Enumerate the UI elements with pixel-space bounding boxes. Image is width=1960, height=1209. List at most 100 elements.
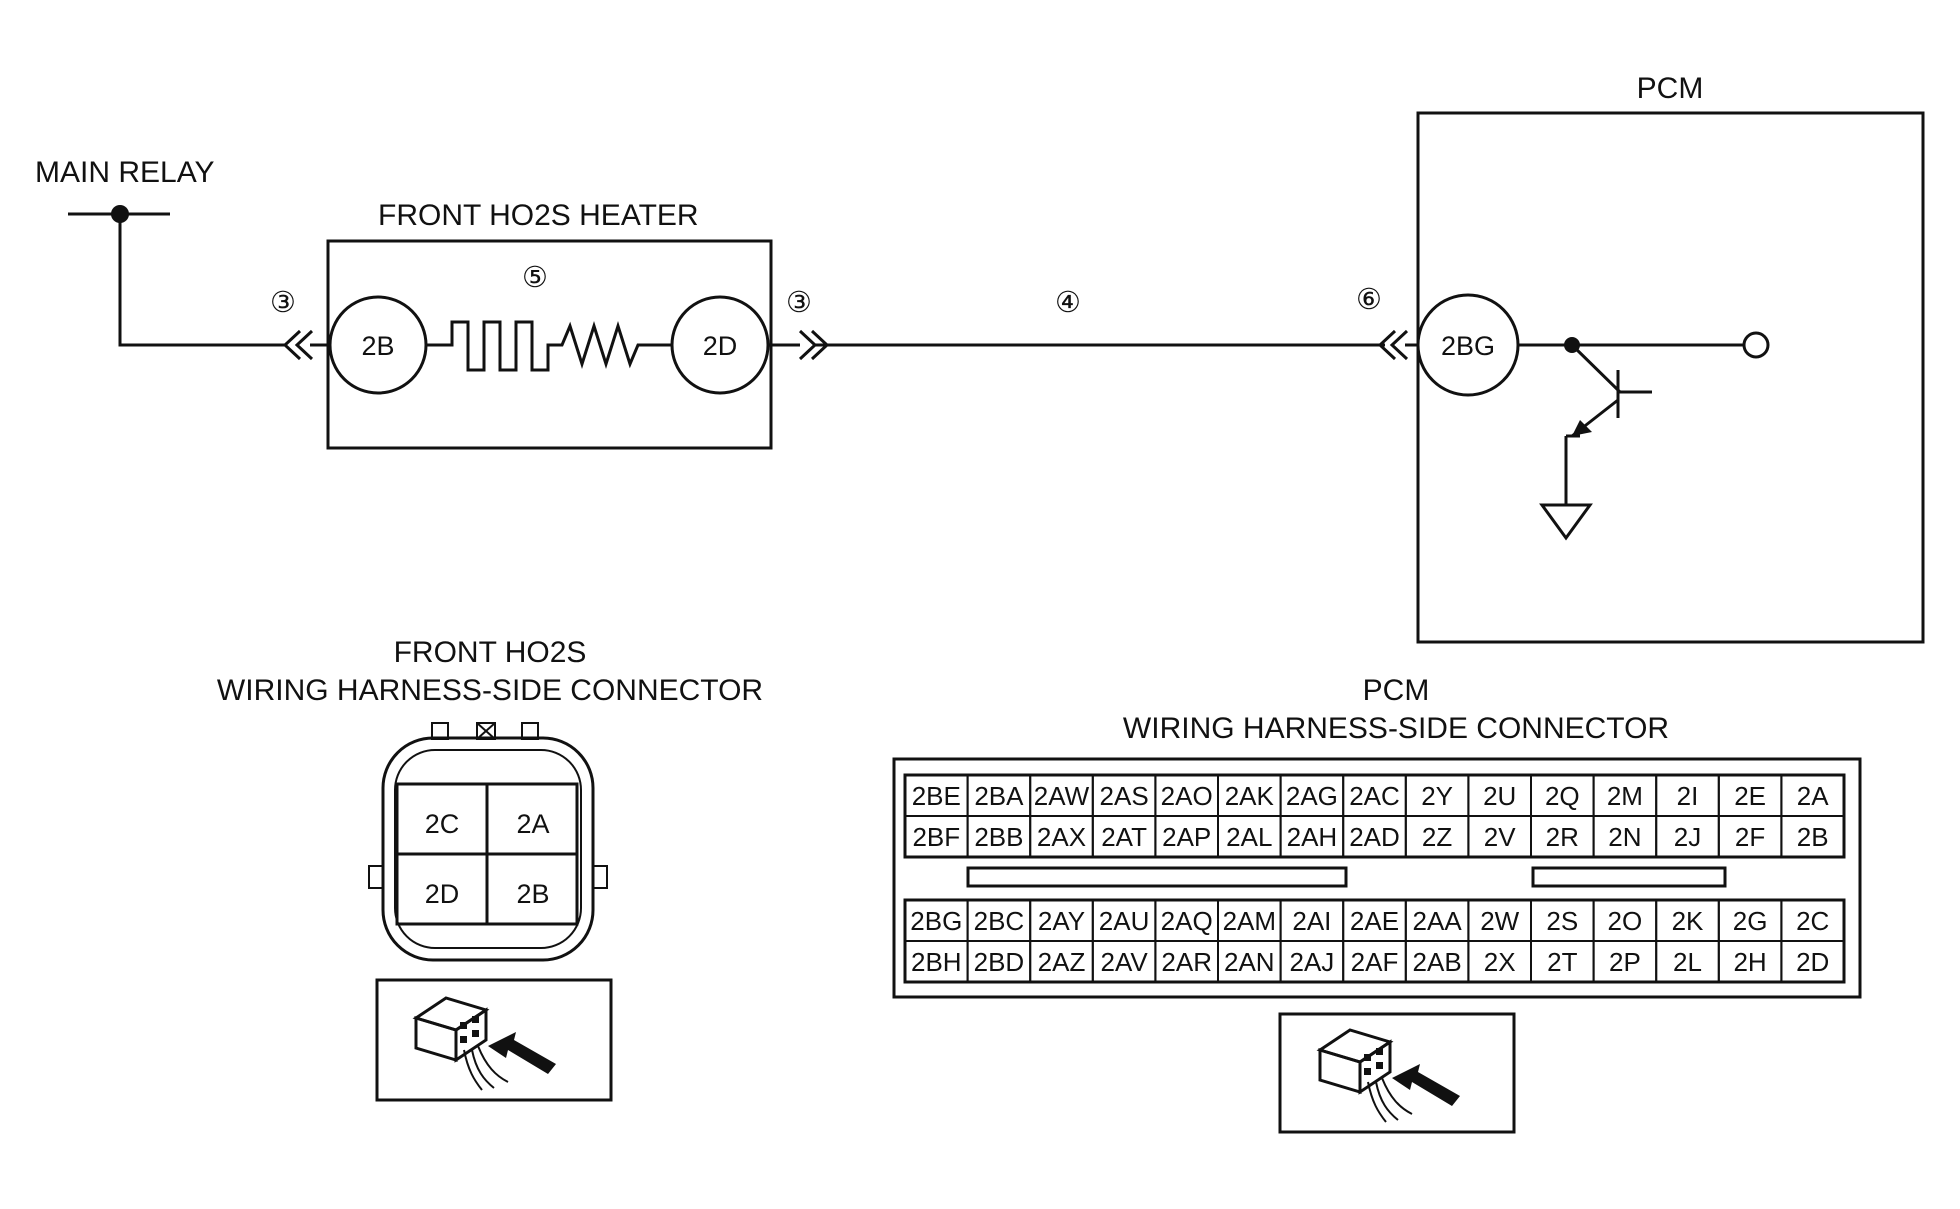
pcm-pin: 2BD <box>974 947 1025 977</box>
pcm-pin: 2BF <box>912 822 960 852</box>
pcm-connector-top-block: 2BE 2BA 2AW 2AS 2AO 2AK 2AG 2AC 2Y 2U 2Q 2M 2I 2E 2A 2B… <box>903 773 1846 859</box>
pcm-pin: 2AM <box>1223 906 1276 936</box>
pcm-pin: 2AE <box>1350 906 1399 936</box>
pcm-pin: 2AC <box>1349 781 1400 811</box>
pcm-pin: 2AR <box>1161 947 1212 977</box>
pcm-guide-slot <box>1531 866 1727 888</box>
pcm-connector-title-line1: PCM <box>1363 674 1430 707</box>
pcm-pin: 2AZ <box>1038 947 1086 977</box>
pcm-pin: 2F <box>1735 822 1765 852</box>
heater-pin-right: 2D <box>703 331 738 361</box>
pcm-pin-cell <box>1780 815 1846 858</box>
pcm-pin: 2X <box>1484 947 1516 977</box>
pcm-pin: 2P <box>1609 947 1641 977</box>
pcm-pin: 2Y <box>1421 781 1453 811</box>
ho2s-connector-title-line1: FRONT HO2S <box>394 636 587 669</box>
pcm-pin: 2Z <box>1422 822 1452 852</box>
pcm-pin: 2BH <box>911 947 962 977</box>
pcm-pin: 2K <box>1672 906 1704 936</box>
pcm-pin: 2AS <box>1100 781 1149 811</box>
pcm-pin: 2T <box>1547 947 1577 977</box>
pcm-pin: 2AN <box>1224 947 1275 977</box>
connector-arrow-left-icon <box>282 329 314 361</box>
pcm-pin: 2BB <box>974 822 1023 852</box>
callout-heater: ⑤ <box>522 262 548 294</box>
pcm-pin: 2U <box>1483 781 1516 811</box>
pcm-pin: 2O <box>1608 906 1643 936</box>
main-relay-label: MAIN RELAY <box>35 156 215 189</box>
pcm-pin: 2AI <box>1292 906 1331 936</box>
pcm-pin: 2L <box>1673 947 1702 977</box>
pcm-pin: 2S <box>1546 906 1578 936</box>
pcm-pin: 2AA <box>1413 906 1463 936</box>
ho2s-connector-housing <box>381 736 595 962</box>
callout-right: ③ <box>786 287 812 319</box>
pcm-guide-slot <box>966 866 1348 888</box>
connector-view-icon <box>1316 1028 1460 1123</box>
pcm-pin-cell <box>1780 940 1846 983</box>
pcm-pin: 2C <box>1796 906 1829 936</box>
pcm-pin: 2AK <box>1225 781 1275 811</box>
resistor-icon <box>556 321 672 369</box>
pcm-pin: 2W <box>1480 906 1519 936</box>
main-relay-wire <box>118 214 285 347</box>
callout-pcm: ⑥ <box>1356 284 1382 316</box>
pcm-pin: 2AO <box>1161 781 1213 811</box>
pcm-pin: 2BE <box>912 781 961 811</box>
pcm-connector-title-line2: WIRING HARNESS-SIDE CONNECTOR <box>1123 712 1669 745</box>
ho2s-view-direction-box <box>375 978 613 1102</box>
transistor-icon <box>1539 343 1652 541</box>
pcm-box <box>1416 111 1925 644</box>
pcm-pin: 2AB <box>1413 947 1462 977</box>
pcm-connector: PCM WIRING HARNESS-SIDE CONNECTOR 2BE 2BA… <box>892 674 1862 1134</box>
ho2s-pin: 2C <box>425 809 460 839</box>
heater-pin-left: 2B <box>361 331 394 361</box>
callout-left: ③ <box>270 287 296 319</box>
pcm-pin: 2V <box>1484 822 1516 852</box>
ho2s-pin: 2A <box>516 809 549 839</box>
pcm-pin: 2BC <box>974 906 1025 936</box>
pcm-label: PCM <box>1637 72 1704 105</box>
pcm-pin: 2Q <box>1545 781 1580 811</box>
pcm-pin: 2AP <box>1162 822 1211 852</box>
ho2s-connector: FRONT HO2S WIRING HARNESS-SIDE CONNECTOR… <box>217 636 763 1102</box>
pcm-pin: 2BG <box>1441 331 1495 361</box>
pcm-pin: 2AG <box>1286 781 1338 811</box>
pcm-pin: 2D <box>1796 947 1829 977</box>
ground-icon <box>1539 503 1593 541</box>
pcm-pin: 2E <box>1734 781 1766 811</box>
pcm-pin: 2AW <box>1034 781 1090 811</box>
connector-view-icon <box>412 996 556 1091</box>
ho2s-connector-title-line2: WIRING HARNESS-SIDE CONNECTOR <box>217 674 763 707</box>
pcm-pin: 2A <box>1797 781 1829 811</box>
pcm-pin: 2AQ <box>1161 906 1213 936</box>
pcm-pin: 2N <box>1608 822 1641 852</box>
pcm-pin: 2AD <box>1349 822 1400 852</box>
pcm-pin: 2I <box>1677 781 1699 811</box>
pcm-terminal-icon <box>1742 331 1770 359</box>
ho2s-pin: 2D <box>425 879 460 909</box>
pcm-view-direction-box <box>1278 1012 1516 1134</box>
schematic: MAIN RELAY ③ FRONT HO2S HEATER 2B 2D ⑤ ③… <box>35 72 1925 644</box>
pcm-pin: 2AY <box>1038 906 1085 936</box>
pcm-pin: 2AU <box>1099 906 1150 936</box>
pcm-pin: 2H <box>1733 947 1766 977</box>
pcm-pin: 2J <box>1674 822 1701 852</box>
pcm-connector-housing <box>892 757 1862 999</box>
pcm-pin: 2AF <box>1351 947 1399 977</box>
pcm-connector-bottom-block: 2BG 2BC 2AY 2AU 2AQ 2AM 2AI 2AE 2AA 2W 2S 2O 2K 2G 2C 2… <box>903 898 1846 984</box>
pcm-pin: 2BG <box>910 906 962 936</box>
pcm-pin: 2BA <box>974 781 1024 811</box>
pcm-pin: 2G <box>1733 906 1768 936</box>
heater-label: FRONT HO2S HEATER <box>378 199 699 232</box>
ho2s-pin: 2B <box>516 879 549 909</box>
pcm-pin: 2AH <box>1287 822 1338 852</box>
pcm-pin: 2AL <box>1226 822 1272 852</box>
pcm-pin: 2AX <box>1037 822 1086 852</box>
connector-arrow-pcm-icon <box>1377 329 1409 361</box>
pcm-pin: 2AJ <box>1289 947 1334 977</box>
callout-wire: ④ <box>1055 287 1081 319</box>
pcm-pin: 2AT <box>1101 822 1147 852</box>
pcm-pin: 2M <box>1607 781 1643 811</box>
